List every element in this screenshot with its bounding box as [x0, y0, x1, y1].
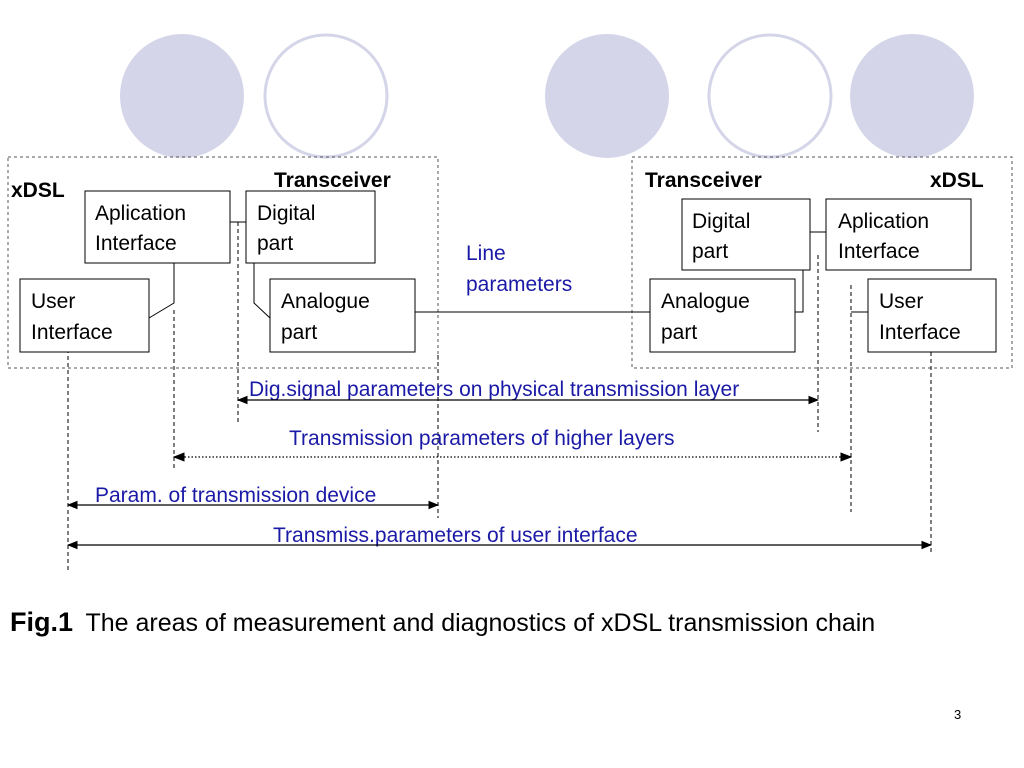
- right-app-interface-line1: Aplication: [838, 210, 929, 233]
- decorative-circles: [120, 33, 974, 159]
- right-connectors: [795, 231, 868, 313]
- right-user-interface-line2: Interface: [879, 321, 961, 344]
- figure-caption: Fig.1 The areas of measurement and diagn…: [10, 607, 875, 637]
- right-user-interface-box: [867, 278, 997, 353]
- left-app-interface-box: [84, 190, 231, 264]
- right-analogue-part-line1: Analogue: [661, 290, 750, 313]
- right-transceiver-title: Transceiver: [645, 169, 762, 192]
- left-xdsl-title: xDSL: [11, 179, 65, 202]
- measurement-device-label: Param. of transmission device: [95, 484, 376, 507]
- decor-circle-filled: [545, 34, 669, 158]
- right-digital-part-line1: Digital: [692, 210, 750, 233]
- figure-caption-label: Fig.1: [10, 607, 73, 637]
- left-xdsl-group: xDSL Transceiver Aplication Interface Di…: [11, 169, 416, 353]
- line-parameters-label-line2: parameters: [466, 273, 572, 296]
- line-parameters-label-line1: Line: [466, 242, 506, 265]
- measurement-higher-layers: Transmission parameters of higher layers: [172, 427, 853, 462]
- decor-circle-outline: [707, 33, 833, 159]
- right-xdsl-group: Transceiver xDSL Digital part Aplication…: [645, 169, 997, 353]
- left-digital-part-line2: part: [257, 232, 293, 255]
- figure-caption-text: The areas of measurement and diagnostics…: [85, 609, 875, 637]
- left-app-interface-line1: Aplication: [95, 202, 186, 225]
- left-digital-part-line1: Digital: [257, 202, 315, 225]
- decor-circle-filled: [120, 34, 244, 158]
- left-user-interface-line2: Interface: [31, 321, 113, 344]
- left-digital-part-box: [245, 190, 376, 264]
- right-app-interface-line2: Interface: [838, 240, 920, 263]
- measurement-user-label: Transmiss.parameters of user interface: [273, 524, 638, 547]
- decor-circle-filled: [850, 34, 974, 158]
- measurement-physical-label: Dig.signal parameters on physical transm…: [249, 378, 739, 401]
- measurement-physical-layer: Dig.signal parameters on physical transm…: [236, 378, 820, 405]
- left-app-interface-line2: Interface: [95, 232, 177, 255]
- right-user-interface-line1: User: [879, 290, 923, 313]
- left-connectors: [148, 221, 650, 319]
- left-xdsl-frame: [7, 156, 439, 369]
- right-analogue-part-box: [649, 278, 796, 353]
- measurement-user-interface: Transmiss.parameters of user interface: [66, 524, 933, 550]
- left-analogue-part-box: [269, 278, 416, 353]
- right-digital-part-box: [681, 198, 811, 271]
- right-analogue-part-line2: part: [661, 321, 697, 344]
- decor-circle-outline: [263, 33, 389, 159]
- measurement-higher-label: Transmission parameters of higher layers: [289, 427, 675, 450]
- right-app-interface-box: [825, 198, 972, 271]
- measurement-transmission-device: Param. of transmission device: [66, 484, 440, 510]
- right-xdsl-frame: [631, 156, 1013, 369]
- left-user-interface-box: [19, 278, 150, 353]
- left-user-interface-line1: User: [31, 290, 75, 313]
- left-analogue-part-line2: part: [281, 321, 317, 344]
- left-analogue-part-line1: Analogue: [281, 290, 370, 313]
- left-transceiver-title: Transceiver: [274, 169, 391, 192]
- right-digital-part-line2: part: [692, 240, 728, 263]
- measurement-reference-lines: [67, 222, 932, 570]
- right-xdsl-title: xDSL: [930, 169, 984, 192]
- page-number: 3: [954, 707, 961, 722]
